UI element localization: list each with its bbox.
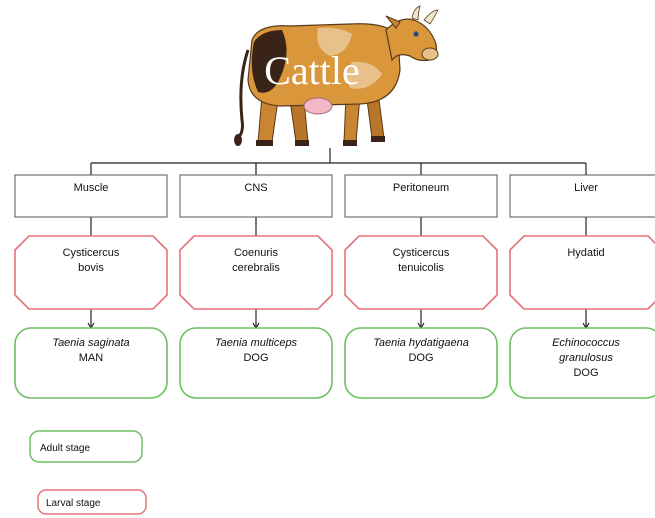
larval-stage-label: Coenuris — [234, 247, 279, 259]
adult-stage-box — [344, 327, 498, 399]
cow-tail-tuft — [234, 134, 242, 146]
site-label: Liver — [574, 182, 598, 194]
larval-stage-label: bovis — [78, 262, 104, 274]
adult-stage-label: MAN — [79, 352, 104, 364]
legend-larval-swatch — [37, 489, 147, 515]
connector-lines — [87, 148, 590, 330]
cow-muzzle — [421, 47, 439, 61]
larval-stage-box — [344, 235, 498, 310]
cow-ear — [385, 15, 401, 29]
adult-stage-label: DOG — [573, 367, 598, 379]
larval-stage-box — [179, 235, 333, 310]
legend-adult-label: Adult stage — [40, 443, 90, 454]
larval-stage-label: Cysticercus — [63, 247, 120, 259]
adult-stage-label: Echinococcus — [552, 337, 620, 349]
site-label: Muscle — [74, 182, 109, 194]
larval-stage-box — [509, 235, 655, 310]
adult-stage-box — [509, 327, 655, 399]
larval-stage-label: Hydatid — [567, 247, 604, 259]
adult-stage-label: Taenia multiceps — [215, 337, 298, 349]
cow-illustration — [234, 5, 439, 146]
cow-horn-2 — [423, 9, 439, 25]
cow-tail — [236, 49, 250, 140]
site-label: CNS — [244, 182, 267, 194]
diagram-title: Cattle — [264, 48, 360, 93]
site-box — [14, 174, 168, 218]
adult-stage-label: Taenia saginata — [52, 337, 129, 349]
legend-larval-label: Larval stage — [46, 498, 101, 509]
cow-horn — [411, 5, 421, 21]
cow-udder — [303, 97, 333, 115]
adult-stage-label: DOG — [408, 352, 433, 364]
legend: Adult stage Larval stage — [29, 430, 147, 515]
legend-adult-swatch — [29, 430, 143, 463]
adult-stage-box — [14, 327, 168, 399]
cow-spot-2 — [317, 27, 352, 56]
site-label: Peritoneum — [393, 182, 449, 194]
adult-stage-box — [179, 327, 333, 399]
site-box — [344, 174, 498, 218]
adult-stage-label: Taenia hydatigaena — [373, 337, 469, 349]
larval-stage-label: tenuicolis — [398, 262, 444, 274]
site-box — [509, 174, 655, 218]
adult-stage-label: DOG — [243, 352, 268, 364]
cow-eye — [413, 31, 419, 37]
cow-spot-3 — [347, 61, 382, 89]
site-box — [179, 174, 333, 218]
larval-stage-label: Cysticercus — [393, 247, 450, 259]
cow-spot — [251, 30, 287, 93]
adult-stage-label: granulosus — [559, 352, 613, 364]
larval-stage-label: cerebralis — [232, 262, 280, 274]
larval-stage-box — [14, 235, 168, 310]
